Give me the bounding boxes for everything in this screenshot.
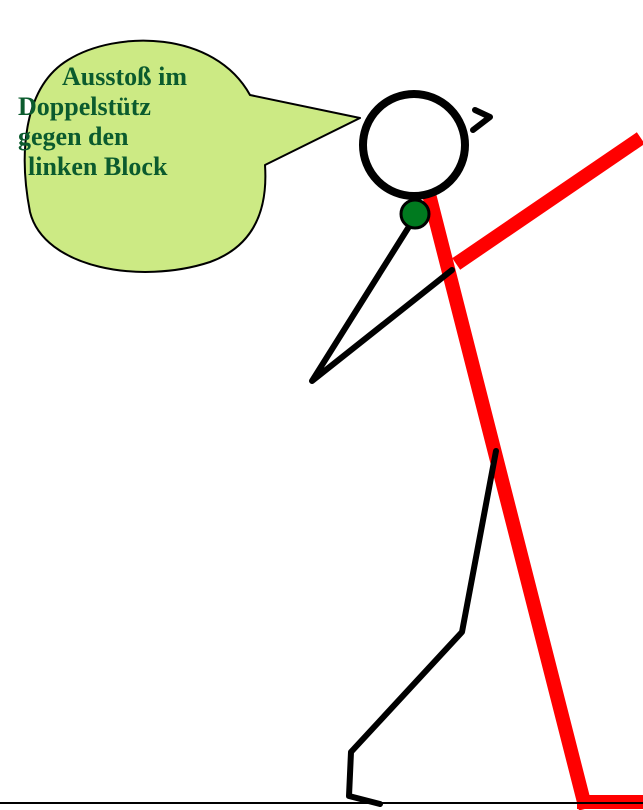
red-arm xyxy=(462,142,635,260)
red-stick-figure xyxy=(430,142,643,802)
speech-bubble-text: Ausstoß im Doppelstütz gegen den linken … xyxy=(18,62,258,182)
speech-line-3: gegen den xyxy=(18,122,258,152)
red-torso-leg xyxy=(430,198,584,802)
black-hat xyxy=(473,110,490,130)
speech-line-2: Doppelstütz xyxy=(18,92,258,122)
green-circle xyxy=(401,200,429,228)
head-circle xyxy=(363,94,465,196)
black-leg xyxy=(349,451,496,804)
speech-line-1: Ausstoß im xyxy=(18,62,258,92)
speech-line-4: linken Block xyxy=(18,152,258,182)
black-arm xyxy=(312,225,452,381)
